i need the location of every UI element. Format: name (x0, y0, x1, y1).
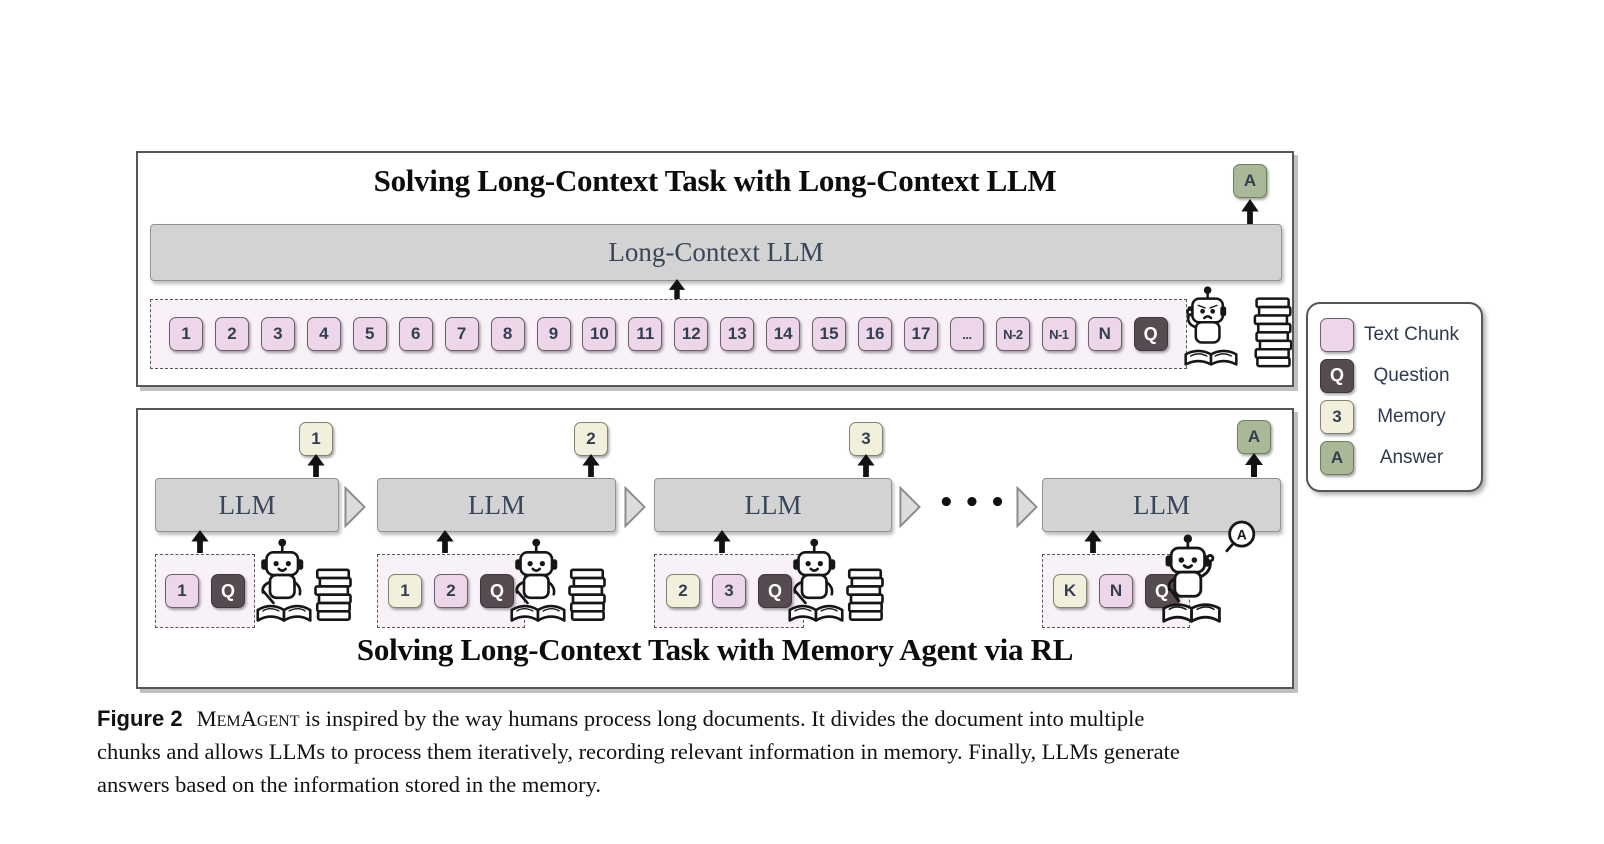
arrow-up-icon (582, 454, 600, 477)
memory-chip: 3 (849, 422, 883, 456)
question-swatch: Q (1320, 358, 1354, 393)
legend-label: Text Chunk (1363, 323, 1460, 345)
long-context-llm-label: Long-Context LLM (608, 237, 824, 267)
pink-chip: 16 (858, 317, 893, 351)
arrow-up-icon (857, 454, 875, 477)
answer-bubble-label: A (1237, 527, 1247, 543)
caption-line-3: answers based on the information stored … (97, 772, 602, 797)
question-chip: Q (1133, 317, 1168, 351)
pink-chip: 8 (490, 317, 525, 351)
arrow-up-icon (1245, 453, 1263, 477)
pink-chip: 4 (306, 317, 341, 351)
pink-chip: 17 (904, 317, 938, 351)
robot-reading-icon (788, 538, 884, 622)
caption-text: is inspired by the way humans process lo… (299, 706, 1145, 731)
pink-chip: N-2 (995, 317, 1030, 351)
answer-chip: A (1237, 420, 1271, 454)
pink-chip: 7 (444, 317, 479, 351)
llm-box: LLM (377, 478, 616, 532)
question-chip: Q (758, 574, 792, 608)
legend-label: Question (1373, 364, 1450, 386)
pink-chip: 10 (582, 317, 617, 351)
arrow-up-icon (713, 530, 731, 553)
answer-swatch: A (1320, 440, 1354, 475)
question-chip: Q (480, 574, 514, 608)
pink-chip: 13 (720, 317, 755, 351)
memory-swatch: 3 (1320, 399, 1354, 434)
robot-confused-icon (1184, 286, 1292, 368)
figure-caption: Figure 2 MemAgent is inspired by the way … (97, 702, 1497, 801)
pink-chip: 9 (536, 317, 571, 351)
llm-label: LLM (744, 489, 802, 520)
arrow-up-icon (191, 530, 209, 553)
pink-chip: 14 (766, 317, 801, 351)
arrow-up-icon (1241, 199, 1259, 224)
llm-box: LLM (654, 478, 892, 532)
llm-label: LLM (218, 489, 276, 520)
pink-chip: 1 (169, 317, 203, 351)
arrow-up-icon (1084, 530, 1102, 553)
legend-row-answer: A Answer (1320, 437, 1469, 478)
pink-chip: 11 (628, 317, 663, 351)
pink-chip: 2 (434, 574, 468, 608)
caption-line-2: chunks and allows LLMs to process them i… (97, 739, 1180, 764)
robot-answer-icon: A (1162, 520, 1256, 623)
chevron-right-icon (899, 486, 921, 528)
bottom-panel-title: Solving Long-Context Task with Memory Ag… (356, 632, 1074, 667)
legend-row-question: Q Question (1320, 355, 1469, 396)
memory-chip: 1 (388, 574, 422, 608)
memagent-name: MemAgent (196, 706, 300, 731)
llm-box: LLM (1042, 478, 1281, 532)
pink-chip: 3 (712, 574, 746, 608)
text-chunk-swatch (1320, 317, 1354, 352)
legend-label: Answer (1379, 446, 1444, 468)
llm-box: LLM (155, 478, 339, 532)
memory-chip: 1 (299, 422, 333, 456)
question-chip: Q (211, 574, 245, 608)
pink-chip: 12 (674, 317, 709, 351)
pink-chip: N (1087, 317, 1122, 351)
chevron-right-icon (624, 486, 646, 528)
top-panel-title: Solving Long-Context Task with Long-Cont… (373, 163, 1057, 198)
memory-chip: 2 (574, 422, 608, 456)
pink-chip: 1 (165, 574, 199, 608)
answer-chip: A (1233, 164, 1267, 198)
legend-label: Memory (1377, 405, 1446, 427)
caption-line-1: Figure 2 MemAgent is inspired by the way … (97, 702, 1497, 735)
pink-chip: N (1099, 574, 1133, 608)
pink-chip: 5 (352, 317, 387, 351)
pink-chip: 3 (260, 317, 295, 351)
pink-chip: 6 (398, 317, 433, 351)
chevron-right-icon (344, 486, 366, 528)
pink-chip: 15 (812, 317, 847, 351)
chevron-right-icon (1016, 486, 1038, 528)
llm-label: LLM (468, 489, 525, 520)
legend-row-memory: 3 Memory (1320, 396, 1469, 437)
pink-chip: ... (949, 317, 984, 351)
memory-chip: K (1053, 574, 1087, 608)
arrow-up-icon (668, 279, 686, 299)
pink-chip: N-1 (1041, 317, 1076, 351)
legend: Text Chunk Q Question 3 Memory A Answer (1306, 302, 1483, 492)
arrow-up-icon (436, 530, 454, 553)
long-context-llm-bar: Long-Context LLM (150, 224, 1282, 281)
memory-chip: 2 (666, 574, 700, 608)
llm-label: LLM (1133, 489, 1190, 520)
pink-chip: 2 (214, 317, 249, 351)
bottom-panel: 1 2 3 A LLM LLM LLM LLM ••• (136, 408, 1294, 689)
legend-row-text-chunk: Text Chunk (1320, 314, 1469, 355)
robot-reading-icon (256, 538, 352, 622)
top-panel: Solving Long-Context Task with Long-Cont… (136, 151, 1294, 387)
robot-reading-icon (510, 538, 606, 622)
figure-label: Figure 2 (97, 706, 183, 731)
arrow-up-icon (307, 454, 325, 477)
ellipsis: ••• (938, 488, 1015, 518)
